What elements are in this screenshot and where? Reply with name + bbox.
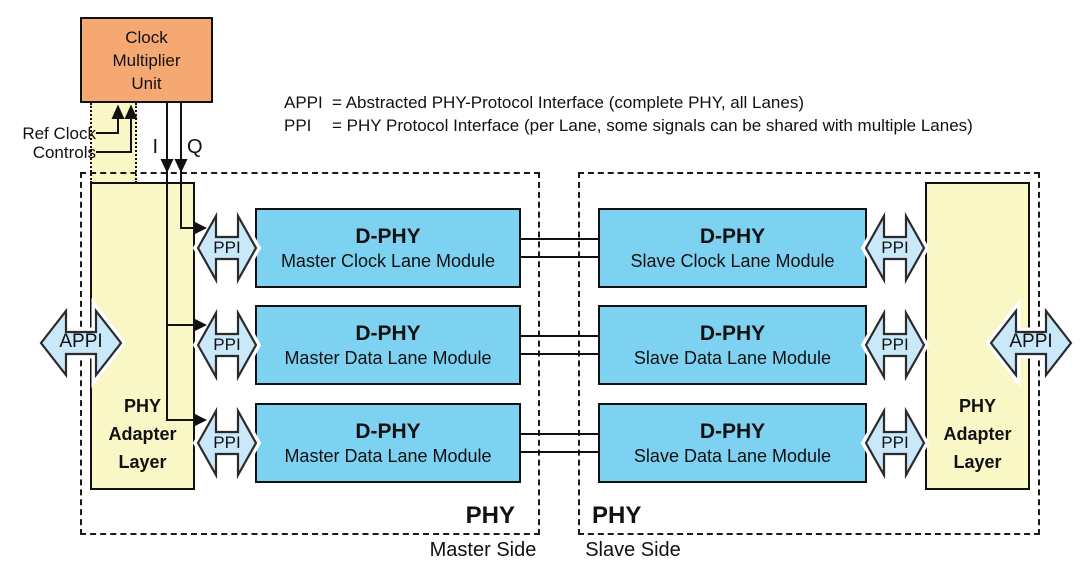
controls-label: Controls <box>32 143 96 162</box>
module-title: D-PHY <box>355 321 421 345</box>
signal-q-label: Q <box>187 136 203 158</box>
ppi-label-master-1: PPI <box>213 238 241 257</box>
module-title: D-PHY <box>699 224 766 248</box>
cmu-signal-channel-region <box>90 103 137 183</box>
appi-label-left: APPI <box>59 331 103 352</box>
clock-multiplier-unit-box: Clock Multiplier Unit <box>80 17 213 103</box>
ppi-label-master-2: PPI <box>213 335 241 354</box>
slave-phy-label: PHY <box>592 502 642 529</box>
master-side-label: Master Side <box>429 539 537 561</box>
slave-clock-lane-module: D-PHY Slave Clock Lane Module <box>598 208 867 288</box>
legend: APPI = Abstracted PHY-Protocol Interface… <box>284 91 973 137</box>
slave-data-lane-module-2: D-PHY Slave Data Lane Module <box>598 403 867 483</box>
module-subtitle: Slave Clock Lane Module <box>630 250 835 271</box>
module-title: D-PHY <box>699 419 766 443</box>
module-subtitle: Master Data Lane Module <box>284 445 492 466</box>
legend-ppi-term: PPI <box>284 116 312 135</box>
module-subtitle: Slave Data Lane Module <box>633 445 832 466</box>
ppi-label-master-3: PPI <box>213 433 241 452</box>
module-title: D-PHY <box>699 321 766 345</box>
appi-label-right: APPI <box>1009 331 1053 352</box>
ppi-label-slave-2: PPI <box>881 335 909 354</box>
legend-row-ppi: PPI = PHY Protocol Interface (per Lane, … <box>284 114 973 137</box>
module-title: D-PHY <box>355 419 421 443</box>
master-phy-label: PHY <box>465 502 515 529</box>
master-data-lane-module-1: D-PHY Master Data Lane Module <box>255 305 521 385</box>
slave-adapter-label: PHY Adapter Layer <box>943 396 1012 472</box>
master-clock-lane-module: D-PHY Master Clock Lane Module <box>255 208 521 288</box>
module-title: D-PHY <box>355 224 421 248</box>
module-subtitle: Master Clock Lane Module <box>280 250 496 271</box>
legend-appi-definition: = Abstracted PHY-Protocol Interface (com… <box>332 93 804 112</box>
signal-i-label: I <box>152 136 158 158</box>
ppi-label-slave-1: PPI <box>881 238 909 257</box>
master-adapter-label: PHY Adapter Layer <box>108 396 177 472</box>
legend-row-appi: APPI = Abstracted PHY-Protocol Interface… <box>284 91 973 114</box>
ppi-label-slave-3: PPI <box>881 433 909 452</box>
legend-appi-term: APPI <box>284 93 323 112</box>
ref-clock-label: Ref Clock <box>22 124 96 143</box>
slave-side-label: Slave Side <box>585 539 681 561</box>
slave-data-lane-module-1: D-PHY Slave Data Lane Module <box>598 305 867 385</box>
master-data-lane-module-2: D-PHY Master Data Lane Module <box>255 403 521 483</box>
legend-ppi-definition: = PHY Protocol Interface (per Lane, some… <box>332 116 973 135</box>
module-subtitle: Master Data Lane Module <box>284 347 492 368</box>
module-subtitle: Slave Data Lane Module <box>633 347 832 368</box>
